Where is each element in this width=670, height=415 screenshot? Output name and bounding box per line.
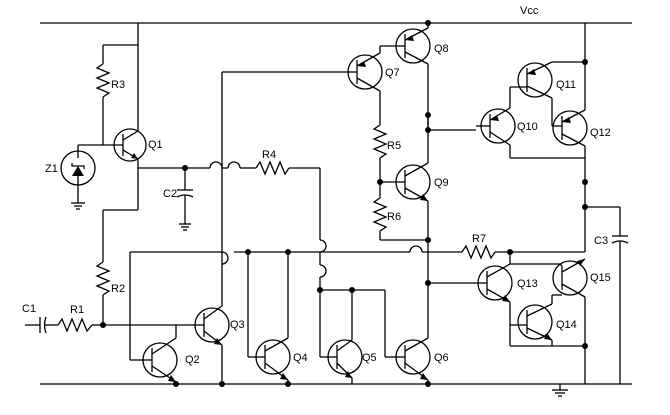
resistor-r6 [372,182,428,241]
z1-label: Z1 [45,163,58,175]
transistor-q7 [347,45,398,125]
r5-label: R5 [387,140,401,152]
capacitor-c3 [585,206,629,384]
transistor-q2 [142,325,178,384]
c2-label: C2 [163,188,177,200]
transistor-q6 [395,252,431,384]
wire-crossover-2 [227,161,241,169]
r6-label: R6 [387,211,401,223]
resistor-r7 [461,244,585,260]
q9-label: Q9 [434,177,449,189]
r2-label: R2 [111,283,125,295]
vcc-label: Vcc [520,5,539,17]
node-dot [582,343,588,349]
q3-label: Q3 [230,319,245,331]
transistor-q8 [395,23,431,130]
transistor-q9 [395,130,431,252]
q10-label: Q10 [517,121,538,133]
q4-label: Q4 [293,352,308,364]
r3-label: R3 [111,79,125,91]
q2-label: Q2 [185,354,200,366]
q6-label: Q6 [434,352,449,364]
node-dot [425,381,431,387]
transistor-q1 [113,45,147,162]
transistor-q14 [509,294,585,347]
transistor-q15 [552,258,588,384]
wire-crossover-3 [221,251,229,265]
q7-label: Q7 [385,67,400,79]
q8-label: Q8 [434,43,449,55]
transistor-q3 [190,252,230,384]
transistor-q13 [477,252,518,326]
capacitor-c2 [176,168,194,231]
q13-label: Q13 [517,278,538,290]
r1-label: R1 [70,304,84,316]
node-dot [425,20,431,26]
transistor-q5 [327,290,363,384]
capacitor-c1 [25,316,58,334]
q15-label: Q15 [590,272,611,284]
transistor-q10 [476,87,585,159]
c3-label: C3 [594,235,608,247]
transistor-q4 [255,252,291,384]
resistor-r5 [372,124,388,182]
node-dot [582,179,588,185]
transistor-q11 [510,61,585,126]
resistor-r2 [95,210,111,325]
node-dot [219,381,225,387]
q11-label: Q11 [556,79,576,91]
q14-label: Q14 [556,319,577,331]
resistor-r3 [95,23,139,145]
q12-label: Q12 [590,127,611,139]
q5-label: Q5 [362,352,377,364]
transistor-q12 [552,62,588,158]
resistor-r4 [255,160,327,290]
r4-label: R4 [262,149,276,161]
zener-diode-z1 [60,144,123,210]
q1-label: Q1 [148,139,163,151]
node-dot [285,381,291,387]
resistor-r1 [57,317,103,333]
c1-label: C1 [22,303,36,315]
wire-crossover [209,161,223,169]
r7-label: R7 [472,233,486,245]
node-dot [173,381,179,387]
ground-symbol [552,384,568,397]
wire-crossover-4 [409,245,423,253]
